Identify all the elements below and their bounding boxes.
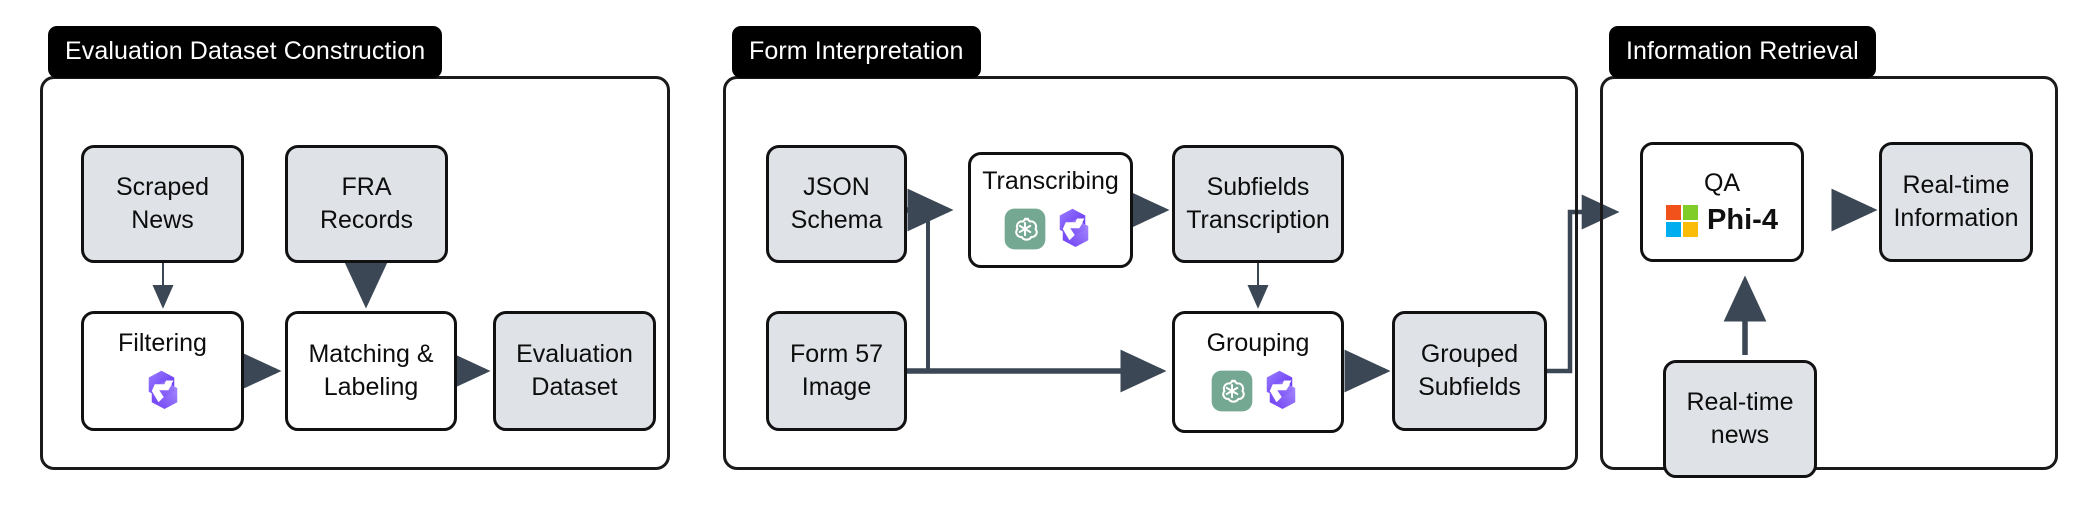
node-matching-labeling[interactable]: Matching & Labeling	[285, 311, 457, 431]
node-form-57-image[interactable]: Form 57 Image	[766, 311, 907, 431]
node-grouping-label: Grouping	[1206, 329, 1310, 358]
node-transcribing[interactable]: Transcribing	[968, 152, 1133, 268]
node-filtering[interactable]: Filtering	[81, 311, 244, 431]
node-qa[interactable]: QA Phi-4	[1640, 142, 1804, 262]
node-grouping[interactable]: Grouping	[1172, 311, 1344, 433]
node-transcribing-label: Transcribing	[982, 167, 1119, 196]
node-qa-badge-label: Phi-4	[1707, 204, 1778, 237]
node-filtering-label: Filtering	[118, 329, 207, 358]
node-filtering-icons	[139, 367, 187, 415]
qwen-icon	[1059, 208, 1088, 247]
panel-title-information-retrieval: Information Retrieval	[1609, 26, 1876, 78]
node-realtime-news-label: Real-time news	[1686, 387, 1794, 450]
node-qa-badge: Phi-4	[1666, 204, 1778, 237]
node-fra-records-label: FRA Records	[319, 172, 414, 235]
node-realtime-news[interactable]: Real-time news	[1663, 360, 1817, 478]
node-transcribing-icons	[1004, 205, 1098, 253]
panel-title-form-interpretation: Form Interpretation	[732, 26, 981, 78]
node-grouped-subfields[interactable]: Grouped Subfields	[1392, 311, 1547, 431]
node-subfields-transcription-label: Subfields Transcription	[1186, 172, 1330, 235]
openai-icon	[1211, 370, 1253, 412]
node-matching-labeling-label: Matching & Labeling	[308, 339, 434, 402]
panel-form-interpretation	[723, 76, 1578, 470]
node-evaluation-dataset-label: Evaluation Dataset	[516, 339, 633, 402]
node-scraped-news-label: Scraped News	[115, 172, 210, 235]
node-fra-records[interactable]: FRA Records	[285, 145, 448, 263]
node-scraped-news[interactable]: Scraped News	[81, 145, 244, 263]
node-grouped-subfields-label: Grouped Subfields	[1418, 339, 1521, 402]
node-qa-label: QA	[1703, 169, 1741, 198]
qwen-icon	[148, 370, 177, 409]
node-evaluation-dataset[interactable]: Evaluation Dataset	[493, 311, 656, 431]
qwen-icon	[1266, 370, 1296, 409]
microsoft-icon	[1666, 204, 1699, 237]
openai-icon	[1004, 208, 1045, 250]
node-json-schema[interactable]: JSON Schema	[766, 145, 907, 263]
node-json-schema-label: JSON Schema	[790, 172, 883, 235]
node-realtime-information-label: Real-time Information	[1893, 170, 2019, 233]
node-grouping-icons	[1211, 367, 1305, 415]
node-form-57-image-label: Form 57 Image	[789, 339, 884, 402]
node-subfields-transcription[interactable]: Subfields Transcription	[1172, 145, 1344, 263]
node-realtime-information[interactable]: Real-time Information	[1879, 142, 2033, 262]
panel-title-evaluation-dataset-construction: Evaluation Dataset Construction	[48, 26, 443, 78]
